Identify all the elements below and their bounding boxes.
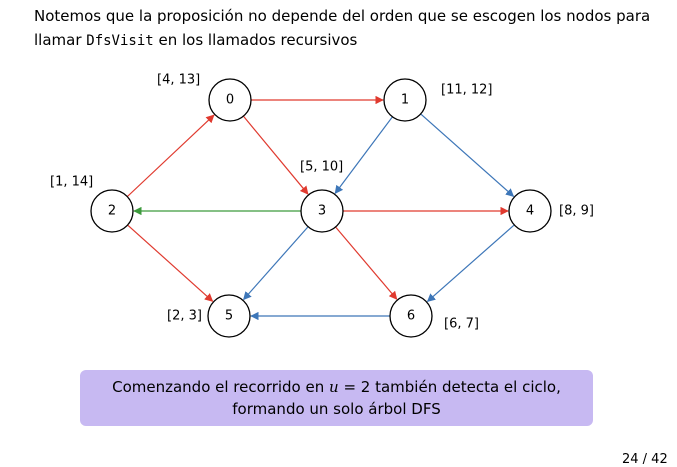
interval-label-5: [2, 3] — [167, 309, 202, 324]
interval-label-0: [4, 13] — [157, 73, 200, 88]
note-line-2: formando un solo árbol DFS — [232, 400, 441, 418]
edge-3-6 — [335, 226, 398, 300]
note-line-1: Comenzando el recorrido en u = 2 también… — [112, 376, 561, 398]
intro-part1: Notemos que la proposición no depende de… — [34, 7, 651, 49]
interval-label-6: [6, 7] — [444, 317, 479, 332]
node-5: 5 [2, 3] — [167, 294, 251, 338]
page-number: 24 / 42 — [622, 452, 668, 467]
note-text: Comenzando el recorrido en u = 2 también… — [112, 378, 561, 396]
node-0: 0 [4, 13] — [157, 73, 252, 122]
edge-1-3 — [334, 116, 393, 195]
dfs-graph: 0 [4, 13] 1 [11, 12] 2 [1, 14] 3 [5, 10] 4 [8, 9]… — [50, 73, 594, 338]
edge-4-6 — [426, 224, 515, 303]
node-6: 6 [6, 7] — [389, 294, 479, 338]
node-4: 4 [8, 9] — [508, 189, 594, 233]
node-circle-3 — [300, 189, 344, 233]
node-label-0: 0 — [226, 93, 234, 108]
variable-u: u — [329, 378, 339, 396]
interval-label-4: [8, 9] — [559, 204, 594, 219]
node-label-3: 3 — [318, 204, 326, 219]
node-circle-5 — [207, 294, 251, 338]
code-dfsvisit: DfsVisit — [86, 33, 154, 49]
node-label-4: 4 — [526, 204, 534, 219]
edges-layer — [126, 95, 515, 321]
node-label-2: 2 — [108, 204, 116, 219]
node-label-5: 5 — [225, 309, 233, 324]
node-label-6: 6 — [407, 309, 415, 324]
node-circle-0 — [208, 78, 252, 122]
edge-2-0 — [126, 114, 215, 198]
interval-label-2: [1, 14] — [50, 175, 93, 190]
edge-3-5 — [243, 226, 309, 301]
edge-1-4 — [420, 113, 515, 197]
edge-0-3 — [242, 115, 309, 195]
nodes-layer: 0 [4, 13] 1 [11, 12] 2 [1, 14] 3 [5, 10] 4 [8, 9]… — [50, 73, 594, 338]
note-box: Comenzando el recorrido en u = 2 también… — [80, 370, 593, 426]
intro-text: Notemos que la proposición no depende de… — [34, 4, 664, 53]
node-circle-2 — [90, 189, 134, 233]
node-circle-4 — [508, 189, 552, 233]
node-circle-6 — [389, 294, 433, 338]
interval-label-1: [11, 12] — [441, 83, 493, 98]
edge-2-5 — [127, 224, 214, 302]
intro-part2: en los llamados recursivos — [153, 31, 358, 49]
node-circle-1 — [383, 78, 427, 122]
interval-label-3: [5, 10] — [300, 160, 343, 175]
node-3: 3 [5, 10] — [300, 160, 344, 233]
node-label-1: 1 — [401, 93, 409, 108]
node-1: 1 [11, 12] — [383, 78, 493, 122]
node-2: 2 [1, 14] — [50, 175, 134, 233]
